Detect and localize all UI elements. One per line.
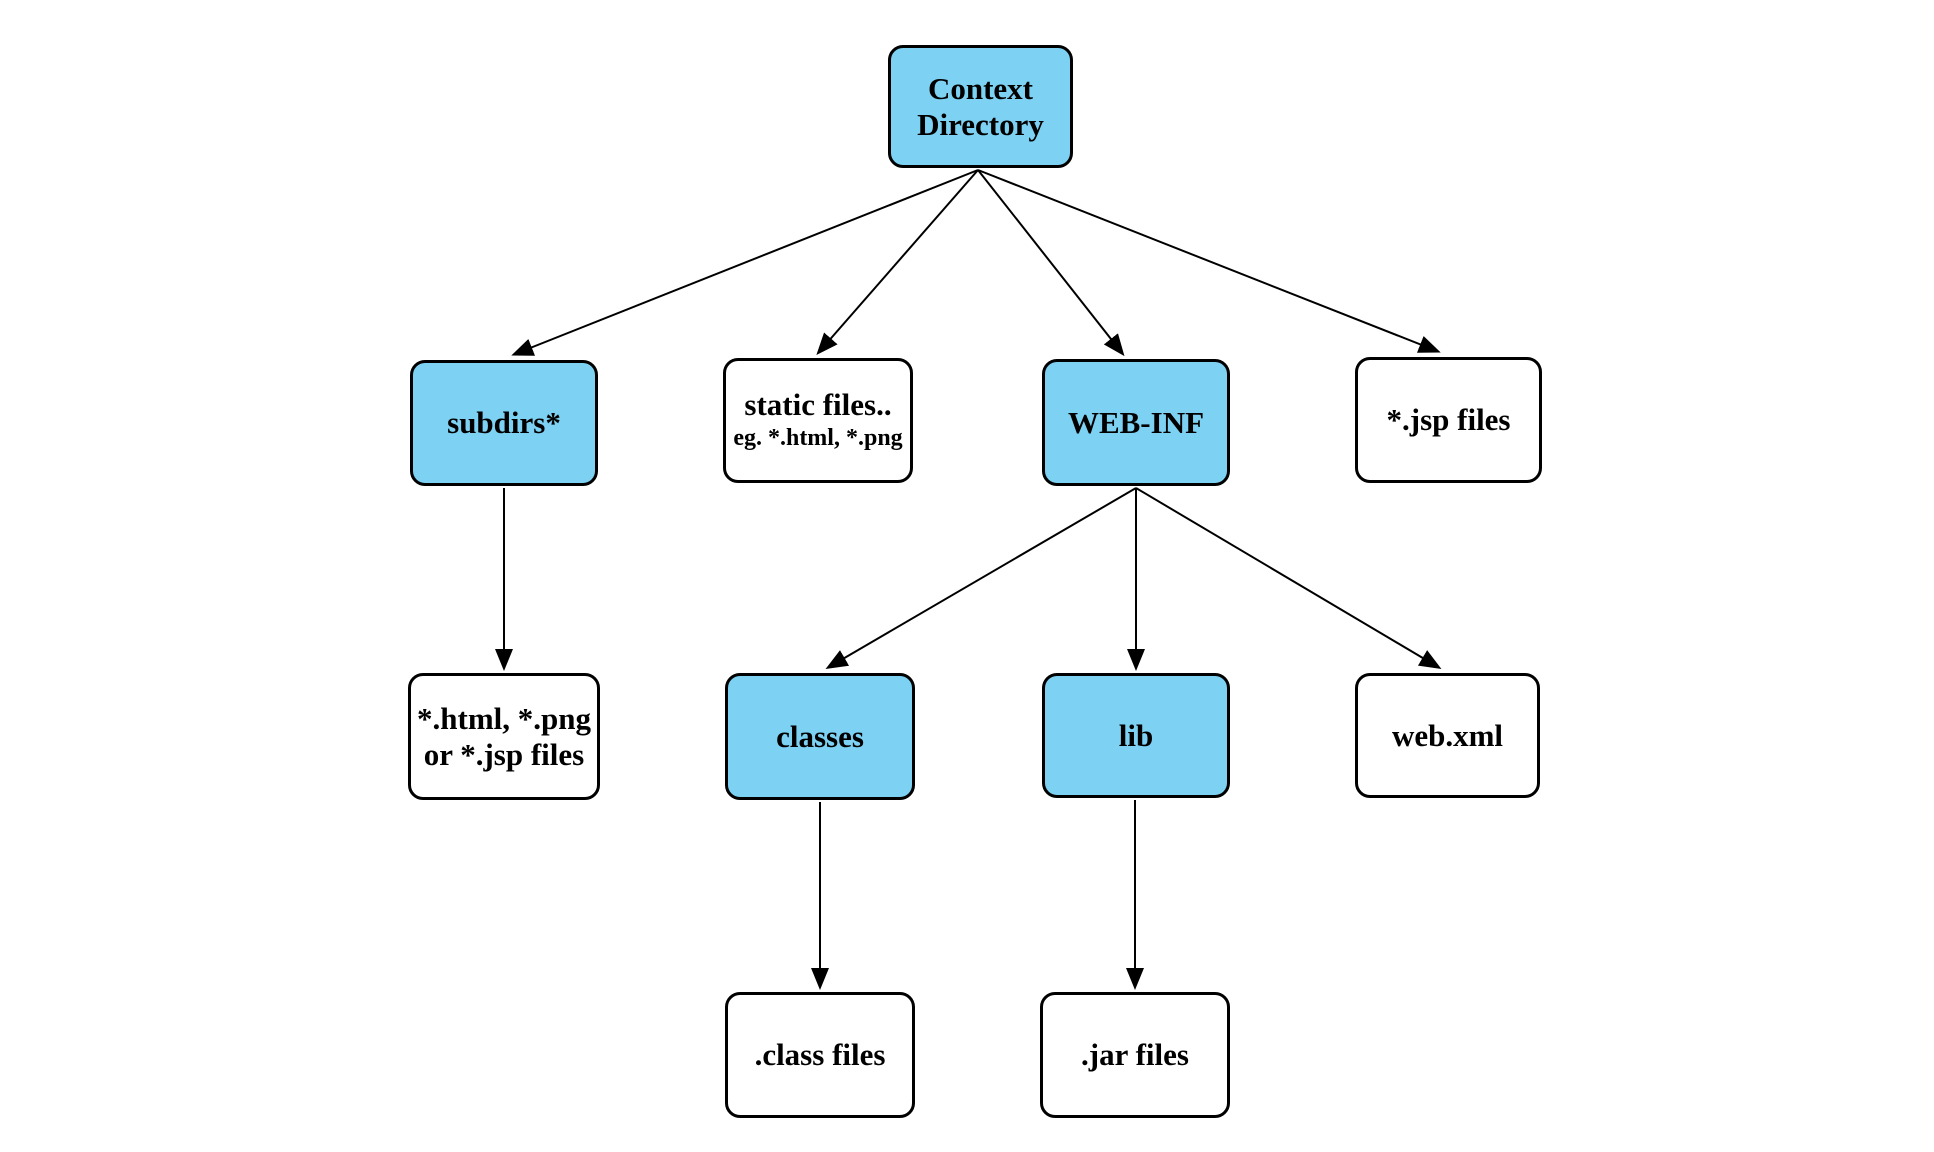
node-label: web.xml [1391,717,1504,753]
arrow-web-inf-to-classes [825,487,1137,670]
node-label: subdirs* [447,405,561,441]
node-label: WEB-INF [1067,404,1205,440]
arrow-context-to-web-inf [977,169,1125,357]
arrow-context-to-subdirs [511,169,979,356]
node-web-inf: WEB-INF [1042,359,1230,486]
node-subdirs: subdirs* [410,360,598,486]
arrow-web-inf-to-web-xml [1135,487,1442,670]
node-label: Context [927,70,1034,106]
node-label: static files.. [744,387,892,423]
node-label: *.jsp files [1386,402,1511,438]
node-label: .jar files [1081,1037,1189,1073]
node-sublabel: eg. *.html, *.png [733,424,903,451]
node-label: lib [1118,717,1154,753]
node-lib: lib [1042,673,1230,798]
node-label: classes [776,718,864,754]
node-static-files: static files.. eg. *.html, *.png [723,358,913,483]
node-label: or *.jsp files [423,736,585,772]
arrow-context-to-jsp-files [977,169,1441,353]
node-class-files: .class files [725,992,915,1118]
node-subdir-files: *.html, *.png or *.jsp files [408,673,600,800]
node-context-directory: Context Directory [888,45,1073,168]
node-label: *.html, *.png [417,700,591,736]
node-label: Directory [917,106,1044,142]
node-web-xml: web.xml [1355,673,1540,798]
arrow-context-to-static-files [816,169,979,356]
node-label: .class files [754,1037,886,1073]
node-jsp-files: *.jsp files [1355,357,1542,483]
node-jar-files: .jar files [1040,992,1230,1118]
node-classes: classes [725,673,915,800]
